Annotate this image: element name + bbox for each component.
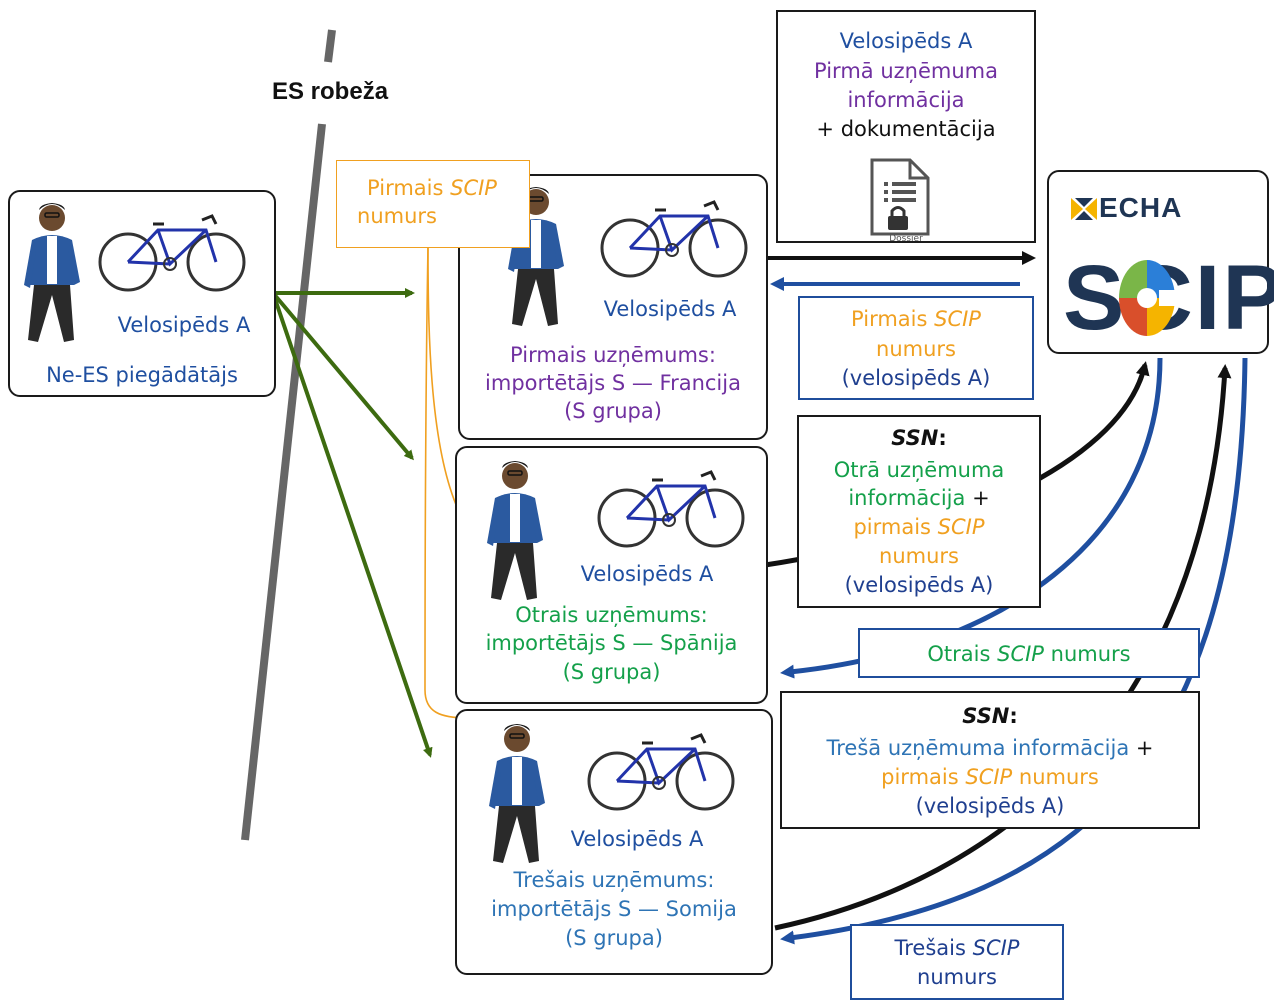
company1-role-line: importētājs S — Francija <box>485 371 741 395</box>
supplier-arrows <box>271 288 433 758</box>
first-scip-return-numurs: numurs <box>876 337 956 361</box>
company1-card: Velosipēds A Pirmais uzņēmums: importētā… <box>458 174 768 440</box>
second-scip-scip: SCIP <box>997 642 1044 666</box>
third-scip-numurs: numurs <box>917 965 997 989</box>
ssn1-title: SSN <box>891 426 939 450</box>
first-scip-number-return: Pirmais SCIP numurs (velosipēds A) <box>798 296 1034 400</box>
company3-role-line: importētājs S — Somija <box>491 897 737 921</box>
eu-border-line <box>241 29 336 841</box>
company1-group-line: (S grupa) <box>564 399 662 423</box>
company1-product-label: Velosipēds A <box>603 297 737 321</box>
first-scip-return-text: Pirmais <box>851 307 935 331</box>
ssn1-company-line: Otrā uzņēmuma <box>833 458 1005 482</box>
third-scip-text: Trešais <box>894 936 973 960</box>
supplier-card: Velosipēds A Ne-ES piegādātājs <box>8 190 276 397</box>
ssn2-company-text: Trešā uzņēmuma informācija <box>826 736 1130 760</box>
first-scip-tag-text: Pirmais <box>367 176 451 200</box>
ssn2-product: (velosipēds A) <box>915 794 1065 818</box>
dossier-doc-line: + dokumentācija <box>816 117 996 141</box>
scip-color-wheel-icon <box>1119 260 1175 336</box>
ssn2-colon: : <box>1009 704 1018 728</box>
company2-product-label: Velosipēds A <box>580 562 714 586</box>
echa-logo-icon <box>1071 198 1097 220</box>
second-scip-numurs: numurs <box>1043 642 1131 666</box>
ssn2-scip-text: SCIP <box>965 765 1013 789</box>
dossier-box: Velosipēds A Pirmā uzņēmuma informācija … <box>776 10 1036 244</box>
third-scip-scip: SCIP <box>972 936 1020 960</box>
ssn1-scip-text: SCIP <box>937 515 985 539</box>
ssn1-first-text: pirmais <box>853 515 938 539</box>
bicycle-icon <box>600 200 748 278</box>
person-icon <box>24 203 80 342</box>
ssn1-notification-box: SSN: Otrā uzņēmuma informācija + pirmais… <box>797 415 1041 608</box>
first-scip-return-product: (velosipēds A) <box>841 366 991 390</box>
person-icon <box>487 461 543 600</box>
company2-name-line: Otrais uzņēmums: <box>515 603 708 627</box>
bicycle-icon <box>587 733 735 811</box>
company3-name-line: Trešais uzņēmums: <box>513 868 715 892</box>
dossier-icon-label: Dossier <box>889 234 923 244</box>
dossier-info-line: informācija <box>847 88 965 112</box>
ssn1-info-text: informācija <box>848 486 966 510</box>
ssn2-title: SSN <box>962 704 1010 728</box>
ssn2-notification-box: SSN: Trešā uzņēmuma informācija + pirmai… <box>780 691 1200 829</box>
ssn2-numurs: numurs <box>1012 765 1099 789</box>
company2-role-line: importētājs S — Spānija <box>485 631 738 655</box>
supplier-product-label: Velosipēds A <box>117 313 251 337</box>
company3-product-label: Velosipēds A <box>570 827 704 851</box>
dossier-company-line: Pirmā uzņēmuma <box>814 59 998 83</box>
echa-brand-text: ECHA <box>1099 192 1183 223</box>
person-icon <box>489 724 545 863</box>
ssn1-numurs: numurs <box>879 544 959 568</box>
company3-card: Velosipēds A Trešais uzņēmums: importētā… <box>455 709 773 975</box>
company2-group-line: (S grupa) <box>562 660 661 684</box>
ssn1-product: (velosipēds A) <box>844 573 994 597</box>
first-scip-tag-scip: SCIP <box>450 176 497 200</box>
second-scip-text: Otrais <box>927 642 998 666</box>
ssn2-plus: + <box>1129 736 1154 760</box>
ssn2-first-text: pirmais <box>881 765 966 789</box>
second-scip-number-box: Otrais SCIP numurs <box>858 628 1200 678</box>
bicycle-icon <box>98 214 246 292</box>
company1-name-line: Pirmais uzņēmums: <box>510 343 716 367</box>
ssn1-plus: + <box>965 486 990 510</box>
bicycle-icon <box>597 470 745 548</box>
dossier-product-line: Velosipēds A <box>839 29 973 53</box>
ssn1-colon: : <box>938 426 947 450</box>
echa-scip-database[interactable]: ECHA SCIP <box>1047 170 1274 354</box>
first-scip-tag-numurs: numurs <box>357 204 437 228</box>
third-scip-number-box: Trešais SCIP numurs <box>850 924 1064 1000</box>
first-scip-return-scip: SCIP <box>934 307 981 331</box>
company3-group-line: (S grupa) <box>565 926 663 950</box>
first-scip-number-tag: Pirmais SCIP numurs <box>336 160 530 248</box>
company2-card: Velosipēds A Otrais uzņēmums: importētāj… <box>455 446 768 704</box>
eu-border-label: ES robeža <box>272 78 389 105</box>
dossier-icon <box>870 158 930 236</box>
supplier-role-label: Ne-ES piegādātājs <box>46 363 238 387</box>
